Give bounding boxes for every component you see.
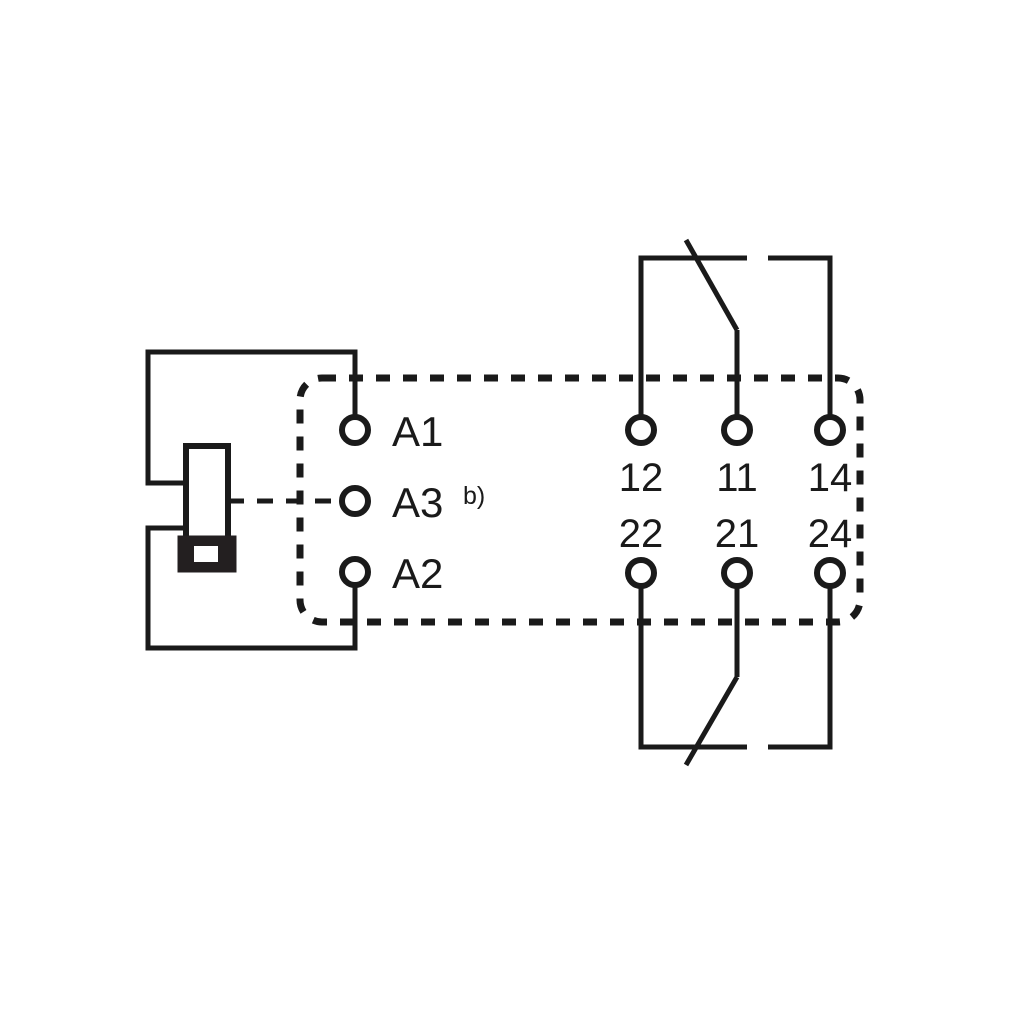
upper-contact-group: [638, 238, 833, 418]
wire-a1-to-coil: [145, 349, 358, 486]
contact-label-21: 21: [715, 512, 760, 556]
terminal-label-a3: A3: [392, 479, 443, 526]
terminal-circle-12[interactable]: [625, 414, 657, 446]
terminal-circles-group: [339, 414, 846, 589]
wire-22-lower: [638, 585, 747, 750]
wire-24-lower: [768, 585, 833, 750]
wire-a2-to-coil: [145, 525, 358, 651]
terminal-circle-22[interactable]: [625, 557, 657, 589]
terminal-circle-a3[interactable]: [339, 485, 371, 517]
terminal-label-a1: A1: [392, 408, 443, 455]
terminal-circle-11[interactable]: [721, 414, 753, 446]
footnote-marker-b: b): [463, 482, 485, 510]
relay-enclosure-boundary: [296, 374, 864, 626]
contact-label-11: 11: [716, 456, 758, 500]
terminal-label-a2: A2: [392, 550, 443, 597]
switch-blade-lower: [683, 675, 740, 767]
coil-base-block: [177, 535, 237, 573]
upper-contact-labels: 12 11 14: [619, 456, 853, 500]
terminal-circle-14[interactable]: [814, 414, 846, 446]
coil-base-slot: [194, 546, 218, 562]
lower-contact-group: [638, 585, 833, 767]
contact-label-24: 24: [808, 512, 853, 556]
terminal-circle-21[interactable]: [721, 557, 753, 589]
contact-label-22: 22: [619, 512, 664, 556]
lower-contact-labels: 22 21 24: [619, 512, 853, 556]
coil-terminal-labels: A1 A3 b) A2: [392, 408, 485, 597]
wire-12-upper: [638, 255, 747, 418]
coil-wiring-group: [145, 349, 358, 651]
wire-14-upper: [768, 255, 833, 418]
switch-blade-upper: [683, 238, 740, 332]
contact-label-12: 12: [619, 456, 664, 500]
contact-label-14: 14: [808, 456, 853, 500]
terminal-circle-24[interactable]: [814, 557, 846, 589]
relay-coil-symbol: [177, 443, 237, 573]
coil-body: [183, 443, 231, 549]
terminal-circle-a1[interactable]: [339, 414, 371, 446]
terminal-circle-a2[interactable]: [339, 556, 371, 588]
